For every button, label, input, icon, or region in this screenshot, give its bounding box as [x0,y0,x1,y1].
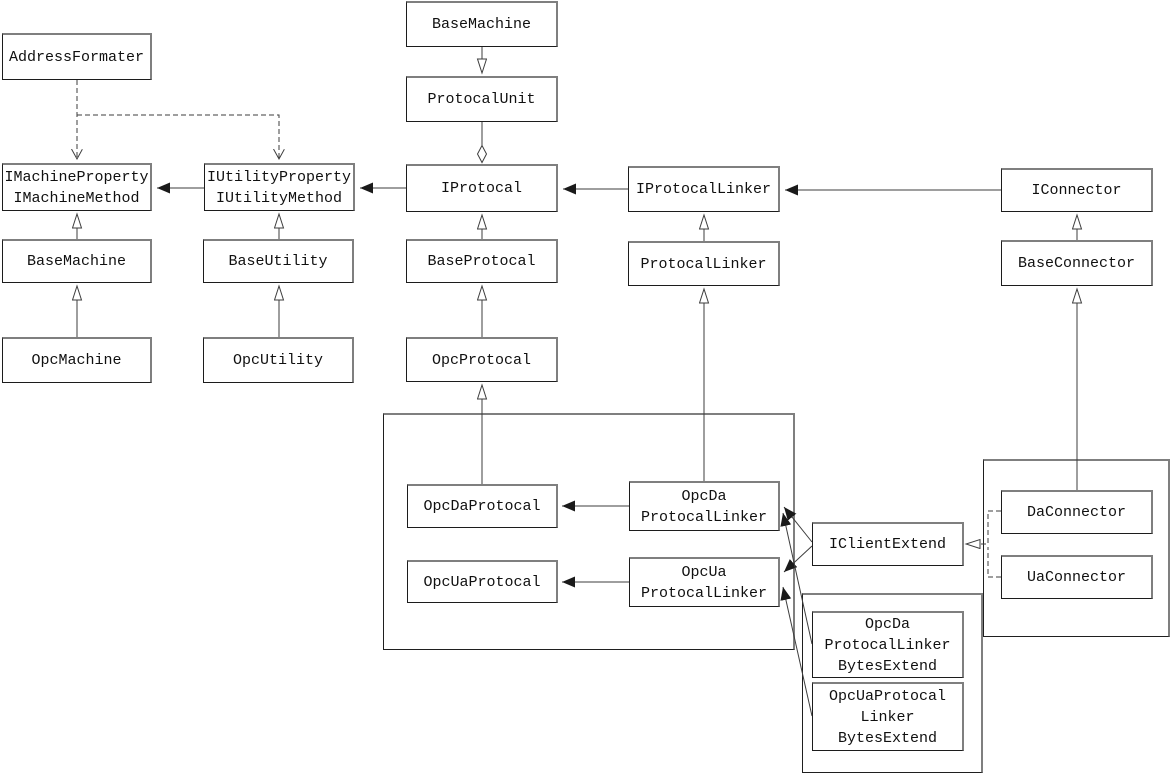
node-protocal-linker: ProtocalLinker [628,241,780,286]
node-opcua-protocal: OpcUaProtocal [407,560,558,603]
node-base-machine-top: BaseMachine [406,1,558,47]
node-protocal-unit: ProtocalUnit [406,76,558,122]
node-base-machine: BaseMachine [2,239,152,283]
node-opcua-linker: OpcUa ProtocalLinker [629,557,780,607]
node-base-protocal: BaseProtocal [406,239,558,283]
node-opc-machine: OpcMachine [2,337,152,383]
node-opc-protocal: OpcProtocal [406,337,558,382]
node-opcda-protocal: OpcDaProtocal [407,484,558,528]
node-imachine-iface: IMachineProperty IMachineMethod [2,163,152,211]
node-ua-connector: UaConnector [1001,555,1153,599]
node-iconnector: IConnector [1001,168,1153,212]
opc-protocal-group [383,413,795,650]
node-base-connector: BaseConnector [1001,240,1153,286]
node-opcda-linker: OpcDa ProtocalLinker [629,481,780,531]
node-opcua-bytes: OpcUaProtocal Linker BytesExtend [812,682,964,751]
connector-group [983,459,1170,637]
node-iutility-iface: IUtilityProperty IUtilityMethod [204,163,355,211]
node-iprotocal: IProtocal [406,164,558,212]
node-opcda-bytes: OpcDa ProtocalLinker BytesExtend [812,611,964,678]
edge-dependency-address-formater-to-iutility-iface [77,114,279,159]
node-da-connector: DaConnector [1001,490,1153,534]
node-base-utility: BaseUtility [203,239,354,283]
node-iprotocal-linker: IProtocalLinker [628,166,780,212]
node-address-formater: AddressFormater [2,33,152,80]
node-opc-utility: OpcUtility [203,337,354,383]
node-iclient-extend: IClientExtend [812,522,964,566]
